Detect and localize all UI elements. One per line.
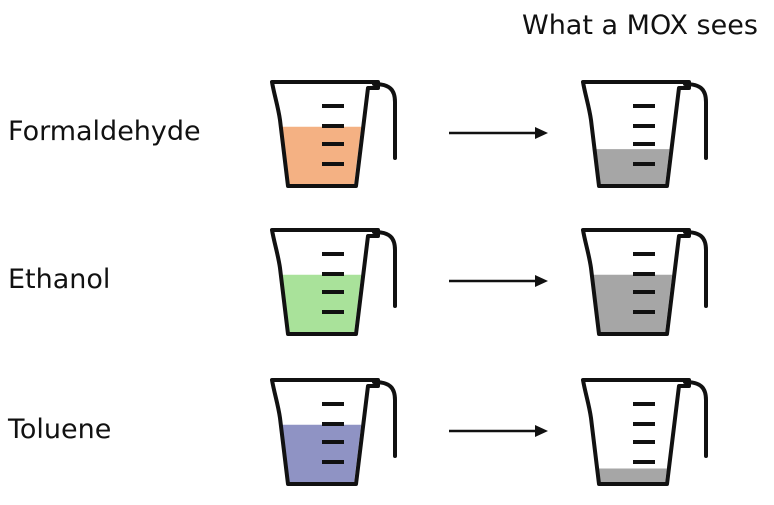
source-cup-formaldehyde: [270, 80, 397, 188]
source-cup-formaldehyde-liquid: [280, 126, 362, 185]
mox-cup-formaldehyde: [581, 80, 708, 188]
mox-cup-ethanol-outline: [581, 228, 691, 336]
source-cup-toluene-outline: [270, 378, 380, 486]
row-label-formaldehyde: Formaldehyde: [8, 116, 201, 147]
mox-cup-formaldehyde-outline: [581, 80, 691, 188]
source-cup-formaldehyde-handle: [372, 82, 397, 160]
arrow-toluene: [449, 425, 548, 437]
arrow-ethanol: [449, 275, 548, 287]
source-cup-ethanol-liquid: [280, 274, 362, 333]
mox-cup-ethanol: [581, 228, 708, 336]
mox-cup-formaldehyde-handle: [683, 82, 708, 160]
source-cup-ethanol-handle: [372, 230, 397, 308]
mox-header: What a MOX sees: [522, 10, 758, 41]
source-cup-toluene-handle: [372, 380, 397, 458]
row-label-toluene: Toluene: [8, 414, 112, 445]
mox-cup-toluene: [581, 378, 708, 486]
row-label-ethanol: Ethanol: [8, 264, 111, 295]
arrow-formaldehyde: [449, 127, 548, 139]
source-cup-toluene: [270, 378, 397, 486]
mox-cup-ethanol-handle: [683, 230, 708, 308]
source-cup-ethanol-outline: [270, 228, 380, 336]
mox-cup-toluene-handle: [683, 380, 708, 458]
source-cup-formaldehyde-outline: [270, 80, 380, 188]
mox-cup-toluene-liquid: [597, 468, 667, 483]
source-cup-toluene-liquid: [280, 424, 362, 483]
mox-cup-ethanol-liquid: [591, 274, 673, 333]
mox-cup-formaldehyde-liquid: [594, 149, 670, 185]
source-cup-ethanol: [270, 228, 397, 336]
mox-cup-toluene-outline: [581, 378, 691, 486]
